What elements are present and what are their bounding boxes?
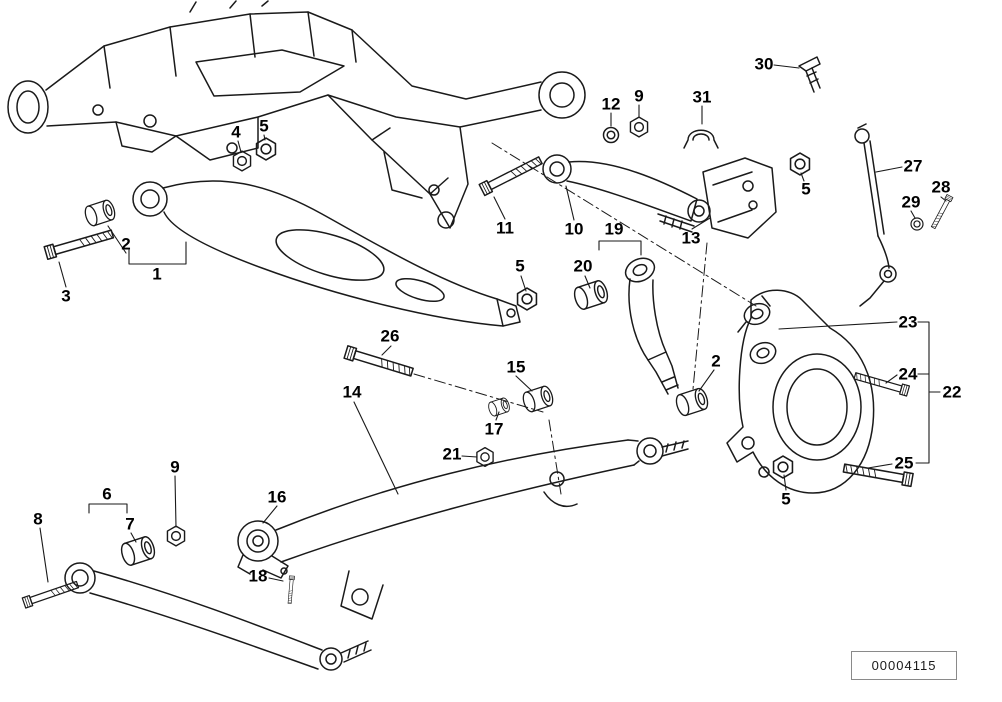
bolt-26 (343, 345, 415, 380)
bushing-7 (118, 534, 158, 568)
bolt-11 (478, 154, 544, 197)
part-label-7[interactable]: 7 (125, 514, 135, 534)
part-label-5-middle[interactable]: 5 (515, 256, 525, 276)
wheel-carrier-22 (726, 289, 875, 494)
camber-link-10 (542, 154, 711, 233)
bushing-15 (520, 384, 556, 414)
part-label-1[interactable]: 1 (152, 264, 162, 284)
screw-18 (286, 575, 295, 605)
clamp-31 (683, 129, 719, 149)
bushing-17 (486, 396, 512, 418)
part-label-21[interactable]: 21 (442, 444, 462, 464)
washer-12 (602, 126, 620, 144)
part-label-20[interactable]: 20 (573, 256, 593, 276)
part-label-23[interactable]: 23 (898, 312, 918, 332)
upper-control-arm-1 (132, 180, 521, 327)
part-label-10[interactable]: 10 (564, 219, 584, 239)
part-label-5-right[interactable]: 5 (801, 179, 811, 199)
part-label-29[interactable]: 29 (901, 192, 921, 212)
part-label-11[interactable]: 11 (496, 218, 514, 238)
part-label-26[interactable]: 26 (380, 326, 400, 346)
part-label-19[interactable]: 19 (604, 219, 624, 239)
part-label-22[interactable]: 22 (942, 382, 962, 402)
nut-9-bottom (166, 525, 186, 547)
washer-29 (910, 217, 924, 231)
part-label-28[interactable]: 28 (931, 177, 951, 197)
bushing-20 (571, 278, 611, 312)
diagram-id-code: 00004115 (851, 651, 957, 680)
part-label-2-right[interactable]: 2 (711, 351, 721, 371)
part-label-2-left[interactable]: 2 (121, 234, 131, 254)
bolt-8 (21, 578, 80, 609)
bolt-3 (43, 226, 115, 260)
part-label-14[interactable]: 14 (342, 382, 362, 402)
nut-5-bottom (772, 455, 794, 479)
part-label-13[interactable]: 13 (681, 228, 701, 248)
part-label-16[interactable]: 16 (267, 487, 287, 507)
nut-5-topleft (255, 137, 277, 161)
part-label-6[interactable]: 6 (102, 484, 112, 504)
part-label-30[interactable]: 30 (754, 54, 774, 74)
bolt-28 (929, 194, 954, 230)
part-label-24[interactable]: 24 (898, 364, 918, 384)
bracket-13 (702, 157, 777, 239)
part-label-9-top[interactable]: 9 (634, 86, 644, 106)
part-label-5-bottom[interactable]: 5 (781, 489, 791, 509)
part-label-31[interactable]: 31 (692, 87, 712, 107)
assembly-axis-lines (413, 142, 757, 495)
integral-link-19 (624, 257, 679, 395)
part-label-8[interactable]: 8 (33, 509, 43, 529)
leader-lines (39, 64, 947, 583)
part-label-4[interactable]: 4 (231, 122, 241, 142)
bushing-2-left (82, 198, 118, 228)
nut-9-top (629, 116, 649, 138)
part-label-27[interactable]: 27 (903, 156, 923, 176)
bushing-16-with-bracket (237, 520, 289, 579)
part-label-12[interactable]: 12 (601, 94, 621, 114)
part-label-9-bottom[interactable]: 9 (170, 457, 180, 477)
stabilizer-link-27 (854, 123, 897, 307)
part-label-5-topleft[interactable]: 5 (259, 116, 269, 136)
part-label-15[interactable]: 15 (506, 357, 526, 377)
part-label-18[interactable]: 18 (248, 566, 268, 586)
part-label-25[interactable]: 25 (894, 453, 914, 473)
part-label-3[interactable]: 3 (61, 286, 71, 306)
nut-5-middle (516, 287, 538, 311)
nut-4 (232, 150, 252, 172)
rear-axle-subframe (7, 0, 586, 229)
nut-5-right (789, 152, 811, 176)
trailing-arm-14 (275, 437, 689, 620)
part-label-17[interactable]: 17 (484, 419, 504, 439)
expanding-rivet-30 (798, 56, 821, 93)
lower-control-arm-6 (64, 562, 372, 671)
bushing-2-right (673, 386, 711, 418)
